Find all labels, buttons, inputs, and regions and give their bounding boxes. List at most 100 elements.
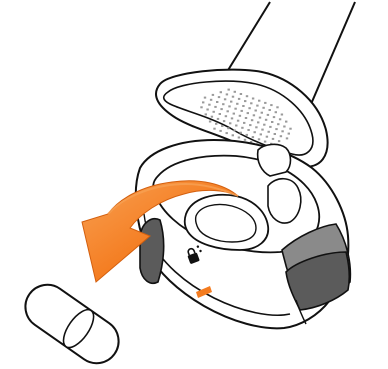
mesh-hole [275, 111, 277, 113]
mesh-hole [227, 110, 229, 112]
mesh-hole [273, 116, 275, 118]
mesh-hole [214, 106, 216, 108]
mesh-hole [275, 128, 277, 130]
mesh-hole [260, 133, 262, 135]
mesh-hole [248, 107, 250, 109]
mesh-hole [289, 128, 291, 130]
mesh-hole [220, 108, 222, 110]
mesh-hole [200, 106, 202, 108]
mesh-hole [212, 94, 214, 96]
mesh-hole [228, 105, 230, 107]
mesh-hole [247, 112, 249, 114]
mesh-hole [247, 129, 249, 131]
mesh-hole [268, 131, 270, 133]
mesh-hole [261, 129, 263, 131]
mesh-hole [285, 121, 287, 123]
mesh-hole [234, 91, 236, 93]
mesh-hole [286, 137, 288, 139]
mesh-hole [235, 125, 237, 127]
mesh-hole [278, 140, 280, 142]
mesh-hole [213, 128, 215, 130]
mesh-hole [271, 121, 273, 123]
mesh-hole [204, 97, 206, 99]
mesh-hole [213, 111, 215, 113]
mesh-hole [272, 138, 274, 140]
mesh-hole [288, 133, 290, 135]
mesh-hole [264, 102, 266, 104]
mesh-hole [246, 95, 248, 97]
mesh-hole [245, 117, 247, 119]
mesh-hole [242, 105, 244, 107]
mesh-hole [276, 106, 278, 108]
mesh-hole [281, 130, 283, 132]
mesh-hole [250, 102, 252, 104]
mesh-hole [223, 120, 225, 122]
mesh-hole [253, 114, 255, 116]
mesh-hole [217, 118, 219, 120]
mesh-hole [240, 93, 242, 95]
mesh-hole [226, 93, 228, 95]
mesh-hole [206, 109, 208, 111]
mesh-hole [238, 137, 240, 139]
mesh-hole [246, 134, 248, 136]
mesh-hole [239, 115, 241, 117]
mesh-hole [219, 130, 221, 132]
mesh-hole [252, 136, 254, 138]
mesh-hole [283, 126, 285, 128]
mesh-hole [261, 112, 263, 114]
mesh-hole [269, 109, 271, 111]
mesh-hole [277, 123, 279, 125]
mesh-hole [226, 132, 228, 134]
mesh-hole [208, 104, 210, 106]
mesh-hole [236, 103, 238, 105]
mesh-hole [215, 123, 217, 125]
mesh-hole [274, 133, 276, 135]
mesh-hole [232, 134, 234, 136]
mesh-hole [281, 114, 283, 116]
mesh-hole [225, 115, 227, 117]
mesh-hole [280, 135, 282, 137]
mesh-hole [209, 121, 211, 123]
mesh-hole [219, 113, 221, 115]
mesh-hole [255, 110, 257, 112]
mesh-hole [232, 96, 234, 98]
mesh-hole [241, 110, 243, 112]
mesh-hole [202, 101, 204, 103]
mesh-hole [230, 101, 232, 103]
mesh-hole [270, 104, 272, 106]
mesh-hole [221, 125, 223, 127]
mesh-hole [220, 91, 222, 93]
mesh-hole [244, 100, 246, 102]
mesh-hole [279, 118, 281, 120]
mesh-hole [258, 100, 260, 102]
mesh-hole [218, 96, 220, 98]
mesh-hole [264, 141, 266, 143]
mesh-hole [237, 120, 239, 122]
mesh-hole [233, 113, 235, 115]
mesh-hole [266, 136, 268, 138]
mesh-hole [244, 139, 246, 141]
mesh-hole [241, 127, 243, 129]
mesh-hole [233, 129, 235, 131]
mesh-hole [234, 108, 236, 110]
mesh-hole [210, 99, 212, 101]
mesh-hole [259, 117, 261, 119]
mesh-hole [267, 114, 269, 116]
mesh-hole [256, 105, 258, 107]
mesh-hole [228, 89, 230, 91]
capsule-icon [17, 276, 127, 369]
mesh-hole [227, 127, 229, 129]
mesh-hole [222, 103, 224, 105]
side-button [140, 219, 164, 283]
mesh-hole [249, 124, 251, 126]
mesh-hole [257, 121, 259, 123]
mesh-hole [258, 138, 260, 140]
mesh-hole [211, 116, 213, 118]
mesh-hole [205, 113, 207, 115]
mesh-hole [252, 98, 254, 100]
mesh-hole [240, 132, 242, 134]
mesh-hole [265, 119, 267, 121]
mesh-hole [229, 122, 231, 124]
mesh-hole [238, 98, 240, 100]
